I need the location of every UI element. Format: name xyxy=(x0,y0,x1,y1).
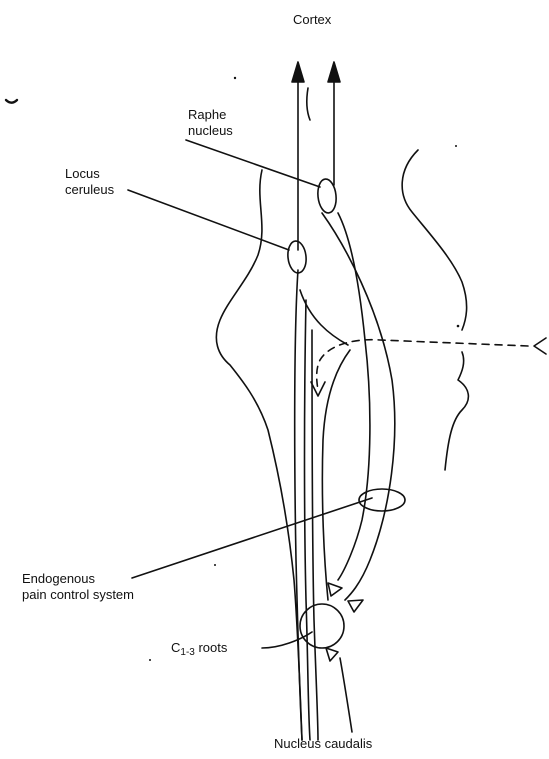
input-arrowhead-right xyxy=(534,338,546,354)
label-c-prefix: C xyxy=(171,640,180,655)
corner-mark xyxy=(6,100,17,103)
speck-2 xyxy=(455,145,457,147)
label-locus-ceruleus: Locus ceruleus xyxy=(65,166,114,198)
label-locus-line2: ceruleus xyxy=(65,182,114,198)
label-cortex-text: Cortex xyxy=(293,12,331,27)
label-endogenous-pain-control: Endogenous pain control system xyxy=(22,571,134,603)
label-locus-line1: Locus xyxy=(65,166,114,182)
label-raphe-line1: Raphe xyxy=(188,107,233,123)
cortex-arrowhead-left xyxy=(292,62,304,82)
arrowhead-b xyxy=(348,600,363,612)
locus-ceruleus-ellipse xyxy=(286,240,307,274)
speck-3 xyxy=(457,325,460,328)
nucleus-caudalis-leader xyxy=(340,658,352,732)
speck-4 xyxy=(214,564,216,566)
raphe-leader xyxy=(186,140,320,187)
speck-1 xyxy=(234,77,236,79)
label-raphe-line2: nucleus xyxy=(188,123,233,139)
label-nucleus-caudalis: Nucleus caudalis xyxy=(274,736,372,752)
raphe-notch xyxy=(307,88,310,120)
label-nucleus-caudalis-text: Nucleus caudalis xyxy=(274,736,372,751)
brainstem-right-outline-middle xyxy=(445,352,468,470)
label-c-suffix: roots xyxy=(195,640,228,655)
cortex-arrowhead-right xyxy=(328,62,340,82)
locus-leader xyxy=(128,190,289,250)
arrowhead-a xyxy=(328,583,342,596)
descending-fiber xyxy=(322,350,350,600)
endogenous-leader xyxy=(132,498,372,578)
label-c-roots: C1-3 roots xyxy=(171,640,227,661)
label-cortex: Cortex xyxy=(293,12,331,28)
label-c-subscript: 1-3 xyxy=(180,647,194,658)
arrowhead-c xyxy=(326,648,338,661)
label-raphe-nucleus: Raphe nucleus xyxy=(188,107,233,139)
label-endogenous-line1: Endogenous xyxy=(22,571,134,587)
curved-tract-outer xyxy=(322,213,395,600)
input-arrowhead-down xyxy=(311,382,325,396)
brainstem-right-outline-upper xyxy=(402,150,466,330)
speck-5 xyxy=(149,659,151,661)
label-endogenous-line2: pain control system xyxy=(22,587,134,603)
tract-outer-right xyxy=(300,290,348,345)
dashed-input-pathway xyxy=(317,340,528,390)
brainstem-left-outline xyxy=(216,170,302,740)
